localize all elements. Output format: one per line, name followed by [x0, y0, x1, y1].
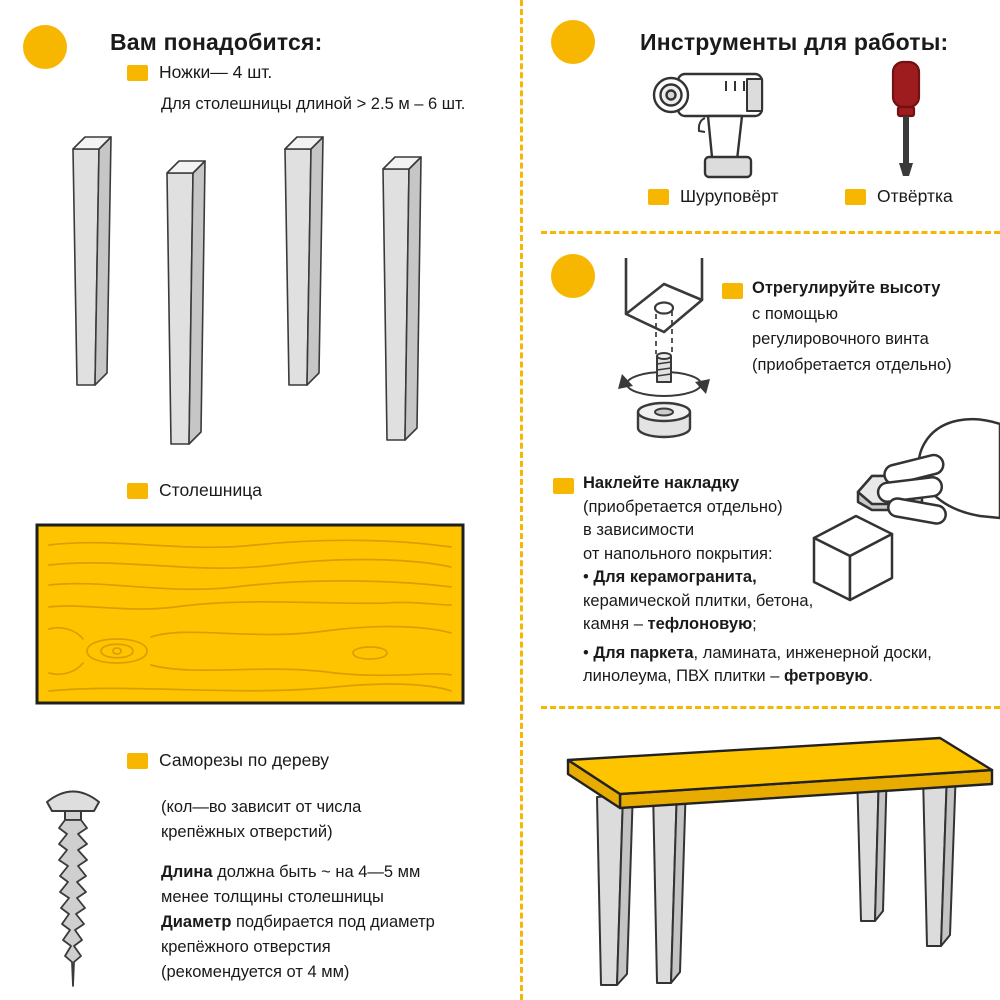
text-run: должна быть ~ на 4—5 мм — [212, 863, 421, 881]
text-run: камня – — [583, 615, 648, 633]
text-run: , ламината, инженерной доски, — [693, 643, 932, 662]
text-run: тефлоновую — [647, 615, 753, 633]
leg-3 — [284, 136, 324, 386]
leg-end — [812, 514, 894, 602]
item-tabletop-label: Столешница — [159, 480, 262, 500]
section-circle-icon — [551, 20, 595, 64]
screws-spec: Длина должна быть ~ на 4—5 мм менее толщ… — [161, 860, 435, 985]
item-tabletop: Столешница — [127, 480, 262, 501]
horizontal-divider-bottom — [541, 706, 1000, 709]
leg-1 — [72, 136, 112, 386]
left-heading: Вам понадобится: — [110, 29, 323, 55]
bullet-square-icon — [845, 188, 866, 205]
tool-drill-label: Шуруповёрт — [680, 186, 779, 206]
bullet-square-icon — [648, 188, 669, 205]
leg-2 — [166, 160, 206, 445]
table-leg-back-left — [652, 781, 687, 984]
bullet-square-icon — [553, 478, 574, 494]
text-line: (приобретается отдельно) — [752, 355, 952, 374]
drill-icon — [652, 72, 764, 179]
text-line: (кол—во зависит от числа — [161, 798, 362, 816]
screws-count-note: (кол—во зависит от числа крепёжных отвер… — [161, 795, 361, 845]
text-line: с помощью — [752, 304, 839, 323]
text-line: от напольного покрытия: — [583, 544, 773, 563]
tool-item-screwdriver: Отвёртка — [845, 186, 953, 207]
text-run: • — [583, 568, 594, 586]
text-line: линолеума, ПВХ плитки – фетровую. — [583, 665, 932, 689]
vertical-divider — [520, 0, 523, 1000]
legs-illustration — [72, 136, 422, 445]
text-run: ; — [752, 615, 757, 633]
item-screws-label: Саморезы по дереву — [159, 750, 330, 770]
hand — [876, 417, 1000, 525]
tool-item-drill: Шуруповёрт — [648, 186, 778, 207]
table-top — [566, 736, 994, 810]
text-line: (рекомендуется от 4 мм) — [161, 963, 350, 981]
right-heading: Инструменты для работы: — [640, 29, 949, 55]
wood-grain — [48, 539, 452, 692]
leg-4 — [382, 156, 422, 441]
item-legs: Ножки— 4 шт. — [127, 62, 272, 83]
text-run: линолеума, ПВХ плитки – — [583, 667, 784, 685]
bullet-square-icon — [127, 482, 148, 499]
text-line: камня – тефлоновую; — [583, 613, 932, 637]
text-run: . — [868, 667, 874, 685]
text-run: Длина — [161, 863, 213, 881]
item-legs-note: Для столешницы длиной > 2.5 м – 6 шт. — [161, 95, 466, 113]
horizontal-divider-top — [541, 231, 1000, 234]
item-legs-label: Ножки— 4 шт. — [159, 62, 273, 82]
text-line: регулировочного винта — [752, 330, 929, 348]
bullet-square-icon — [722, 283, 743, 299]
section-circle-icon — [551, 254, 595, 298]
text-run: Для паркета — [593, 643, 694, 662]
tabletop-illustration — [35, 523, 465, 705]
table-leg-front-right — [922, 767, 957, 947]
text-run: Диаметр — [161, 913, 232, 931]
text-line: крепёжных отверстий) — [161, 823, 333, 841]
text-line: менее толщины столешницы — [161, 888, 384, 906]
text-run: Для керамогранита, — [593, 568, 757, 586]
height-adjustment-illustration — [618, 258, 710, 439]
text-line: Диаметр подбирается под диаметр — [161, 910, 435, 935]
text-line: Длина должна быть ~ на 4—5 мм — [161, 860, 435, 885]
tool-screwdriver-label: Отвёртка — [877, 186, 953, 206]
text-run: подбирается под диаметр — [231, 913, 435, 931]
adjust-instructions: Отрегулируйте высоту с помощью регулиров… — [752, 276, 952, 378]
bullet-square-icon — [127, 64, 148, 81]
bullet-square-icon — [127, 752, 148, 769]
text-line: крепёжного отверстия — [161, 938, 331, 956]
pad-instructions: Наклейте накладку (приобретается отдельн… — [583, 472, 932, 689]
wood-screw-illustration — [46, 790, 100, 987]
text-line: Наклейте накладку — [583, 474, 740, 492]
hand-with-pad-illustration — [812, 417, 1000, 602]
text-line: • Для паркета, ламината, инженерной доск… — [583, 642, 932, 666]
table-leg-front-left — [596, 788, 634, 986]
text-run: фетровую — [784, 667, 869, 685]
text-run: • — [583, 643, 594, 662]
item-screws: Саморезы по дереву — [127, 750, 329, 771]
text-line: • Для керамогранита, — [583, 566, 932, 590]
text-line: Отрегулируйте высоту — [752, 279, 941, 297]
text-line: (приобретается отдельно) — [583, 497, 783, 516]
text-line: керамической плитки, бетона, — [583, 591, 814, 610]
section-circle-icon — [23, 25, 67, 69]
assembled-table-illustration — [566, 736, 994, 986]
screwdriver-icon — [891, 60, 921, 176]
text-line: в зависимости — [583, 521, 695, 539]
